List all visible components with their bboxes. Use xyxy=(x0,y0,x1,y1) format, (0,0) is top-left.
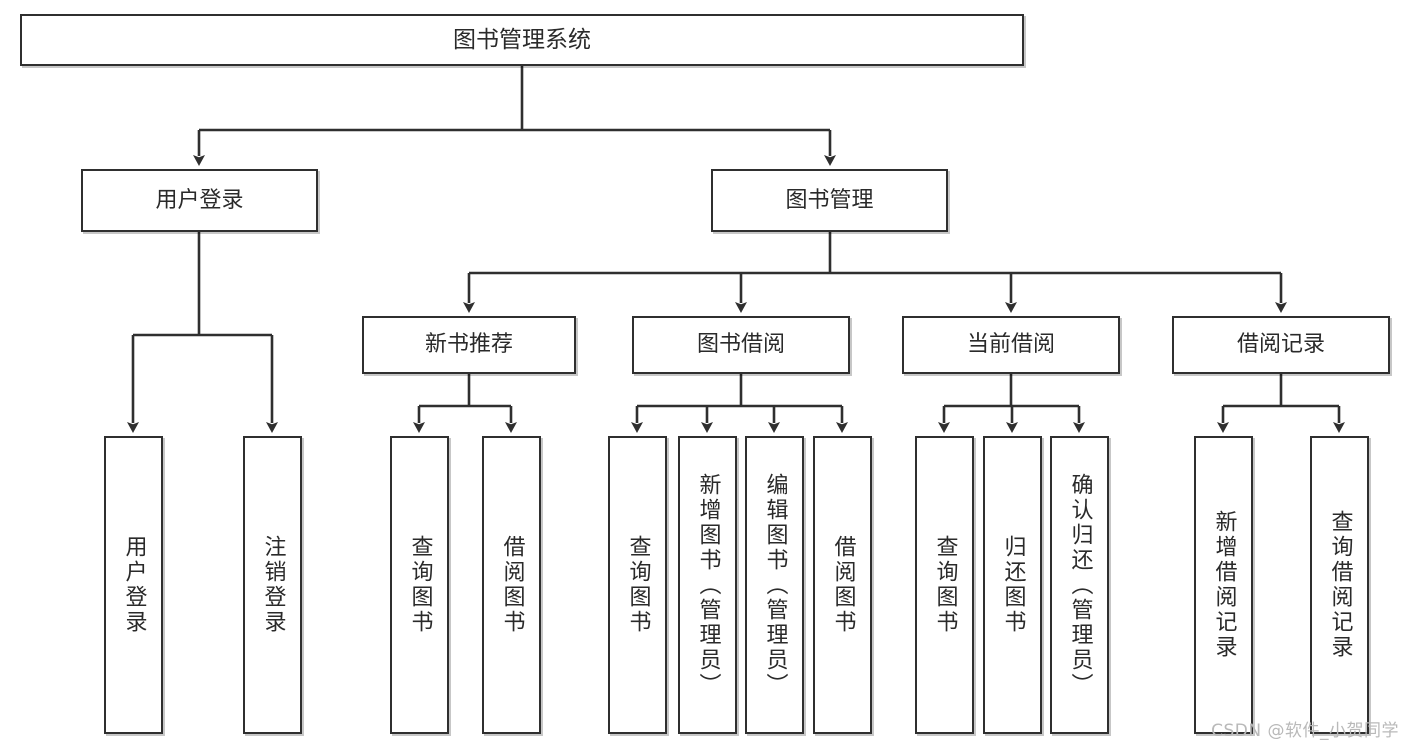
node-label: 新增借阅记录 xyxy=(1211,510,1237,660)
node-new-book-recommend[interactable]: 新书推荐 xyxy=(362,316,576,374)
node-label: 借阅图书 xyxy=(830,535,856,635)
node-label: 用户登录 xyxy=(121,535,147,635)
node-label: 查询图书 xyxy=(625,535,651,635)
leaf-edit-book-admin[interactable]: 编辑图书（管理员） xyxy=(745,436,804,734)
node-borrow-record[interactable]: 借阅记录 xyxy=(1172,316,1390,374)
leaf-query-book-borrow[interactable]: 查询图书 xyxy=(608,436,667,734)
csdn-watermark: CSDN @软件_小贺同学 xyxy=(1211,721,1399,741)
leaf-borrow-book[interactable]: 借阅图书 xyxy=(813,436,872,734)
leaf-query-book-recommend[interactable]: 查询图书 xyxy=(390,436,449,734)
node-user-login[interactable]: 用户登录 xyxy=(81,169,318,232)
node-label: 当前借阅 xyxy=(966,332,1055,358)
node-label: 借阅记录 xyxy=(1236,332,1325,358)
leaf-return-book[interactable]: 归还图书 xyxy=(983,436,1042,734)
node-label: 用户登录 xyxy=(155,187,244,213)
leaf-query-borrow-record[interactable]: 查询借阅记录 xyxy=(1310,436,1369,734)
node-label: 查询图书 xyxy=(407,535,433,635)
node-label: 注销登录 xyxy=(260,535,286,635)
node-label: 新书推荐 xyxy=(424,332,513,358)
node-label: 借阅图书 xyxy=(499,535,525,635)
node-label: 编辑图书（管理员） xyxy=(762,472,788,698)
node-label: 归还图书 xyxy=(1000,535,1026,635)
node-label: 图书管理系统 xyxy=(453,26,591,53)
leaf-add-book-admin[interactable]: 新增图书（管理员） xyxy=(678,436,737,734)
node-current-borrow[interactable]: 当前借阅 xyxy=(902,316,1120,374)
node-root[interactable]: 图书管理系统 xyxy=(20,14,1024,66)
leaf-query-book-current[interactable]: 查询图书 xyxy=(915,436,974,734)
leaf-user-login[interactable]: 用户登录 xyxy=(104,436,163,734)
leaf-borrow-book-recommend[interactable]: 借阅图书 xyxy=(482,436,541,734)
node-label: 图书借阅 xyxy=(696,332,785,358)
leaf-confirm-return-admin[interactable]: 确认归还（管理员） xyxy=(1050,436,1109,734)
node-book-borrow[interactable]: 图书借阅 xyxy=(632,316,850,374)
node-label: 查询图书 xyxy=(932,535,958,635)
leaf-add-borrow-record[interactable]: 新增借阅记录 xyxy=(1194,436,1253,734)
node-label: 图书管理 xyxy=(785,187,874,213)
node-label: 确认归还（管理员） xyxy=(1067,472,1093,698)
leaf-logout[interactable]: 注销登录 xyxy=(243,436,302,734)
node-label: 新增图书（管理员） xyxy=(695,472,721,698)
node-book-management[interactable]: 图书管理 xyxy=(711,169,948,232)
node-label: 查询借阅记录 xyxy=(1327,510,1353,660)
